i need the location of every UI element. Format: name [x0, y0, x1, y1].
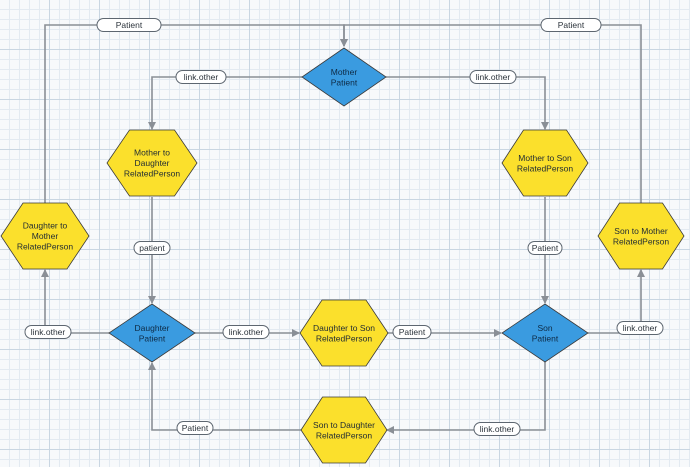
diamond-shape: [108, 303, 196, 363]
edge-label-mother-link-daughter: link.other: [175, 70, 227, 84]
node-layer: MotherPatientDaughterPatientSonPatientMo…: [0, 47, 685, 464]
node-label-line: Son: [537, 323, 552, 333]
edge-label-text: Patient: [116, 20, 143, 30]
hexagon-shape: [501, 129, 589, 197]
node-label-line: RelatedPerson: [316, 333, 373, 343]
node-label-line: RelatedPerson: [124, 169, 181, 179]
edge-label-text: link.other: [623, 323, 658, 333]
edge-label-mother-link-son: link.other: [469, 70, 517, 84]
edge-label-pill: [222, 325, 270, 339]
edge-son-to-mother-patient: [340, 24, 642, 203]
edge-daughter-link-left: [41, 269, 109, 334]
node-label-line: RelatedPerson: [316, 430, 373, 440]
edge-label-mother-to-daughter-patient: patient: [133, 241, 171, 255]
node-label-line: Mother: [331, 67, 358, 77]
edge-label-daughter-link-left: link.other: [24, 325, 72, 339]
hexagon-shape: [106, 129, 198, 197]
edge-label-son-to-mother-patient: Patient: [540, 18, 602, 32]
edge-label-daughter-link-right: link.other: [222, 325, 270, 339]
edge-label-daughter-to-mother-patient: Patient: [96, 18, 162, 32]
edge-label-text: link.other: [480, 424, 515, 434]
node-label-line: RelatedPerson: [613, 236, 670, 246]
edge-label-daughter-to-son-patient: Patient: [392, 325, 432, 339]
edge-mother-link-son: [386, 76, 549, 130]
edge-label-text: Patient: [399, 327, 426, 337]
node-label-line: Patient: [139, 333, 166, 343]
diamond-shape: [501, 303, 589, 363]
hexagon-shape: [299, 299, 389, 367]
edge-label-pill: [175, 70, 227, 84]
edge-label-pill: [96, 18, 162, 32]
edge-label-text: link.other: [229, 327, 264, 337]
node-label-line: Daughter: [135, 158, 170, 168]
node-label-line: Daughter to Son: [313, 323, 375, 333]
hexagon-shape: [597, 202, 685, 270]
edge-label-son-link-down: link.other: [473, 422, 521, 436]
edge-son-to-daughter-patient: [148, 362, 301, 431]
edge-label-pill: [540, 18, 602, 32]
node-label-line: RelatedPerson: [517, 163, 574, 173]
edge-label-text: Patient: [532, 243, 559, 253]
edge-label-pill: [527, 241, 563, 255]
edge-son-link-down: [386, 362, 546, 434]
node-label-line: Mother to Son: [518, 153, 572, 163]
diamond-shape: [301, 47, 387, 107]
node-label-line: RelatedPerson: [17, 242, 74, 252]
edge-label-pill: [392, 325, 432, 339]
node-label-line: Son to Mother: [614, 226, 668, 236]
node-label-line: Son to Daughter: [313, 420, 375, 430]
edge-label-mother-to-son-patient: Patient: [527, 241, 563, 255]
edge-label-text: patient: [139, 243, 165, 253]
node-label-line: Mother: [32, 231, 59, 241]
edge-daughter-to-mother-patient: [44, 24, 348, 203]
node-label-line: Patient: [532, 333, 559, 343]
node-label-line: Patient: [331, 77, 358, 87]
edge-label-pill: [24, 325, 72, 339]
edge-label-text: link.other: [476, 72, 511, 82]
node-label-line: Daughter to: [23, 221, 68, 231]
edge-label-son-to-daughter-patient: Patient: [176, 421, 214, 435]
edge-label-pill: [469, 70, 517, 84]
edge-mother-link-daughter: [148, 76, 302, 130]
edge-label-pill: [616, 321, 664, 335]
hexagon-shape: [300, 396, 388, 464]
edge-label-text: link.other: [31, 327, 66, 337]
edge-label-son-link-right: link.other: [616, 321, 664, 335]
node-label-line: Mother to: [134, 148, 170, 158]
edge-label-pill: [176, 421, 214, 435]
edge-label-text: Patient: [558, 20, 585, 30]
edge-label-pill: [473, 422, 521, 436]
edge-label-pill: [133, 241, 171, 255]
edge-label-text: link.other: [184, 72, 219, 82]
hexagon-shape: [0, 202, 90, 270]
edge-label-text: Patient: [182, 423, 209, 433]
node-label-line: Daughter: [135, 323, 170, 333]
